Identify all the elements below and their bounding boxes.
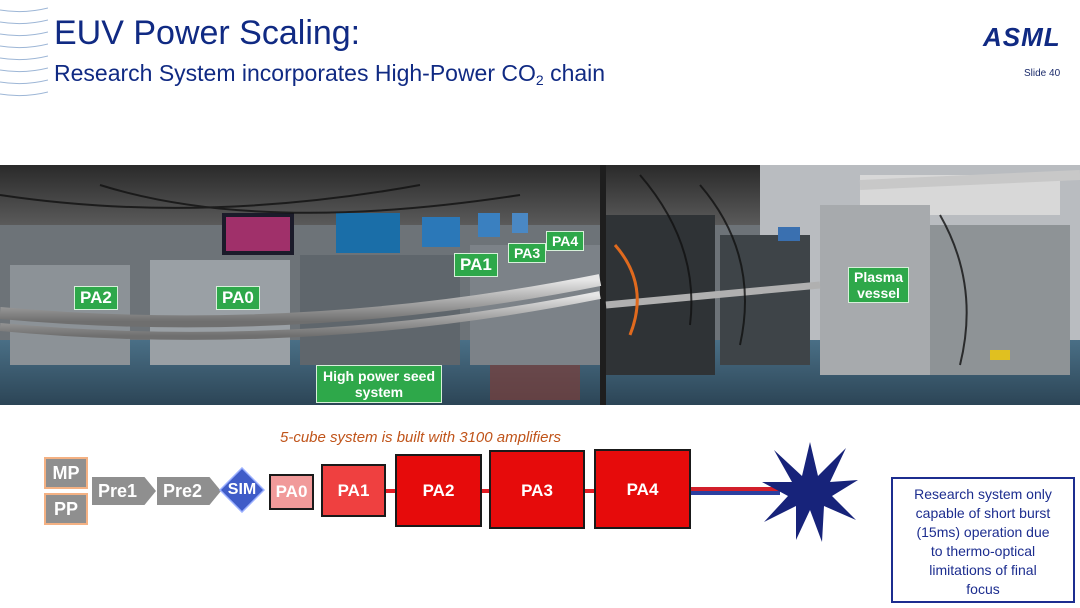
pa3-block: PA3: [489, 450, 585, 529]
note-line5: limitations of final: [929, 562, 1037, 578]
slide-subtitle: Research System incorporates High-Power …: [54, 60, 605, 88]
note-line3: (15ms) operation due: [916, 524, 1050, 540]
slide-number: Slide 40: [1024, 68, 1061, 79]
research-system-note: Research system only capable of short bu…: [891, 477, 1075, 603]
sim-diamond: SIM: [219, 467, 265, 513]
subtitle-text: Research System incorporates High-Power …: [54, 60, 536, 86]
seed-tag-line1: High power seed: [323, 368, 436, 384]
photo-illustration: [0, 165, 1080, 405]
photo-tag-plasma-vessel: Plasma vessel: [848, 267, 910, 303]
corner-decoration: [0, 7, 48, 97]
pp-box: PP: [44, 493, 88, 525]
pa2-block: PA2: [395, 454, 482, 527]
plasma-tag-line2: vessel: [857, 285, 900, 301]
pa0-block: PA0: [269, 474, 314, 510]
note-line4: to thermo-optical: [930, 543, 1036, 559]
plasma-tag-line1: Plasma: [854, 269, 904, 285]
output-beam: [690, 487, 780, 495]
photo-tag-pa2: PA2: [74, 286, 118, 310]
plasma-burst-icon: [762, 442, 858, 542]
lab-panorama-photo: PA2 PA0 PA1 PA3 PA4 Plasma vessel High p…: [0, 165, 1080, 405]
photo-tag-pa1: PA1: [454, 253, 498, 277]
mp-box: MP: [44, 457, 88, 489]
note-line2: capable of short burst: [915, 505, 1051, 521]
amplifier-caption: 5-cube system is built with 3100 amplifi…: [280, 429, 561, 446]
subtitle-subscript: 2: [535, 72, 544, 88]
sim-diamond-shape: [219, 467, 265, 513]
note-line1: Research system only: [914, 486, 1052, 502]
pre1-arrow: Pre1: [92, 477, 156, 505]
pa1-block: PA1: [321, 464, 386, 517]
photo-tag-seed-system: High power seed system: [316, 365, 443, 403]
sim-label: SIM: [227, 481, 257, 498]
note-line6: focus: [966, 581, 1000, 597]
pre2-arrow: Pre2: [157, 477, 221, 505]
photo-tag-pa3: PA3: [508, 243, 547, 263]
subtitle-suffix: chain: [543, 60, 606, 86]
slide-title: EUV Power Scaling:: [54, 14, 361, 52]
photo-tag-pa4: PA4: [546, 231, 585, 251]
pa4-block: PA4: [594, 449, 691, 529]
seed-tag-line2: system: [354, 384, 404, 400]
photo-tag-pa0: PA0: [216, 286, 260, 310]
asml-logo: ASML: [983, 22, 1061, 52]
